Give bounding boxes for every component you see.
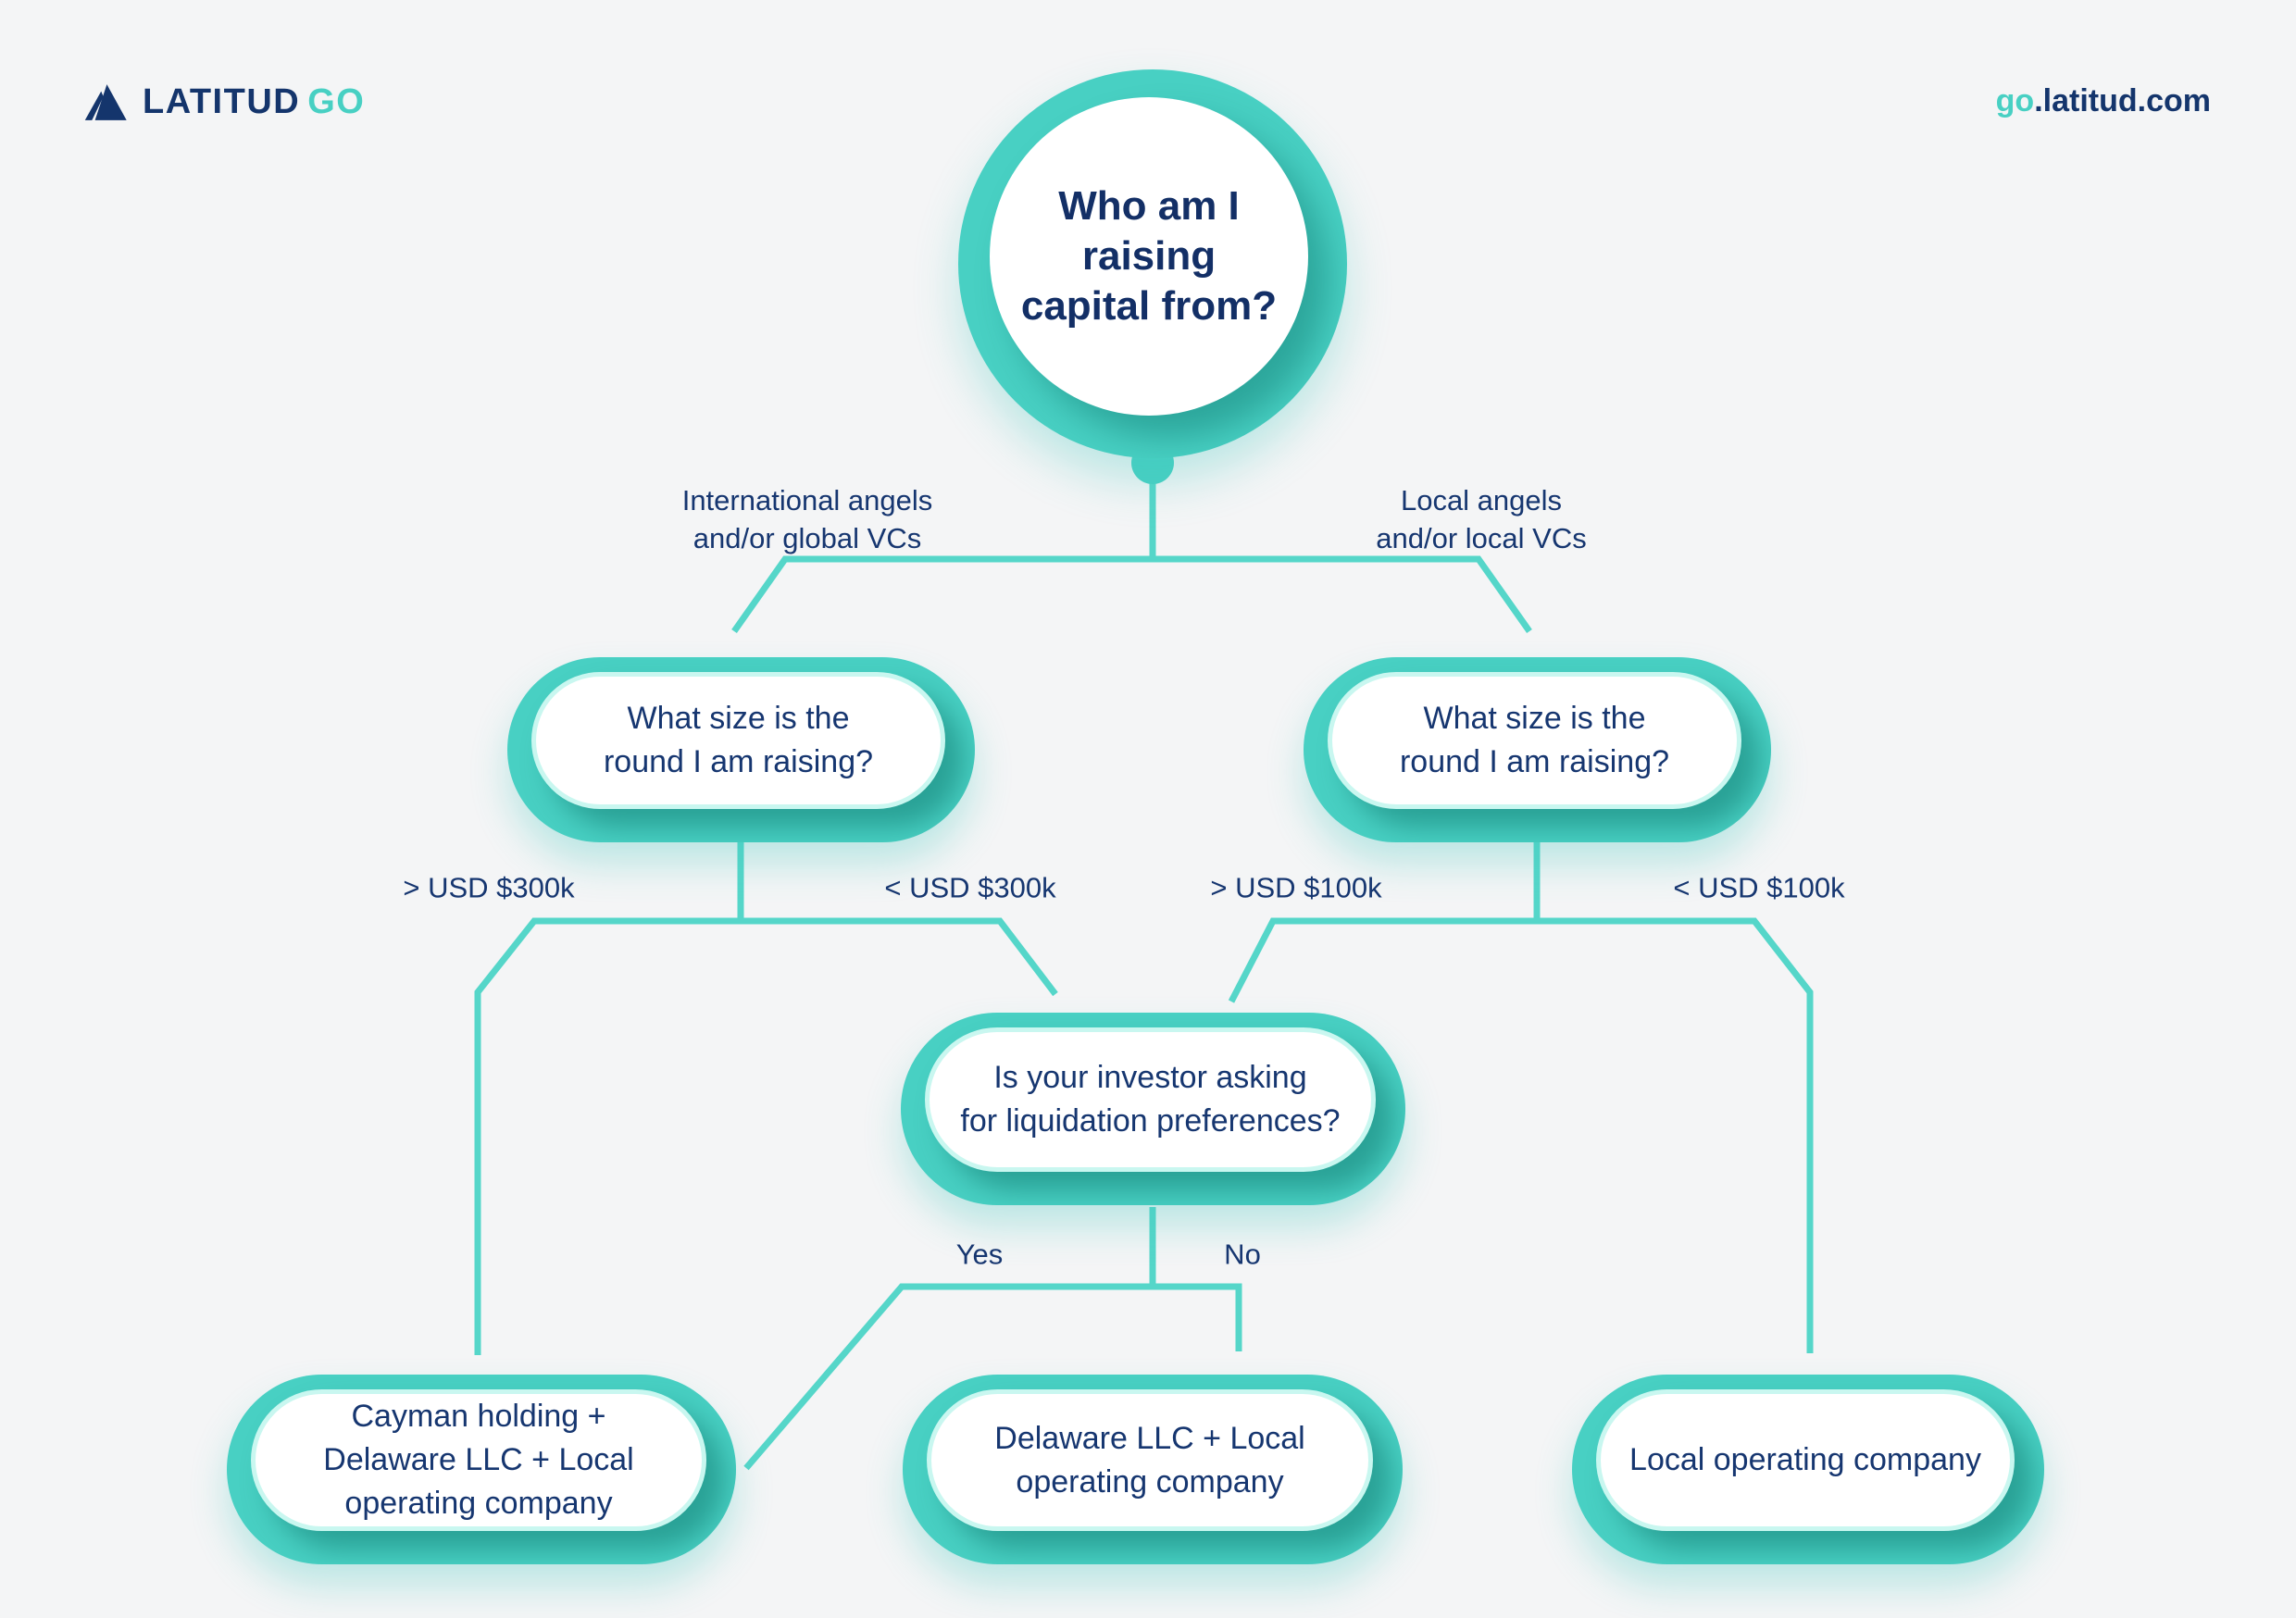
latitud-logo: LATITUD GO — [81, 80, 365, 124]
edge-label-international-angels: International angels and/or global VCs — [681, 484, 933, 554]
edge-root-to-right-question — [1153, 555, 1532, 634]
logo-suffix-text: GO — [307, 81, 366, 121]
node-question-size-right: What size is the round I am raising? — [1304, 657, 1771, 842]
edge-label-local-angels: Local angels and/or local VCs — [1376, 484, 1587, 554]
node-outcome-delaware: Delaware LLC + Local operating company — [903, 1375, 1403, 1564]
node-outcome-local-inner: Local operating company — [1596, 1389, 2015, 1531]
outcome-local-text: Local operating company — [1629, 1442, 1981, 1478]
question-size-right-text: What size is the round I am raising? — [1399, 701, 1670, 779]
node-question-size-left-inner: What size is the round I am raising? — [531, 672, 945, 809]
latitud-logo-icon — [84, 84, 127, 120]
node-outcome-cayman: Cayman holding + Delaware LLC + Local op… — [227, 1375, 736, 1564]
question-liquidation-text: Is your investor asking for liquidation … — [960, 1060, 1341, 1139]
site-url: go.latitud.com — [1996, 83, 2211, 119]
site-url-prefix: go — [1995, 83, 2035, 118]
outcome-delaware-text: Delaware LLC + Local operating company — [994, 1420, 1305, 1500]
edge-label-yes: Yes — [955, 1238, 1004, 1271]
node-question-size-left: What size is the round I am raising? — [507, 657, 975, 842]
edge-label-lt-300k: < USD $300k — [884, 871, 1056, 904]
node-outcome-local: Local operating company — [1572, 1375, 2044, 1564]
edge-yes-no-split — [743, 1283, 1242, 1471]
edge-root-to-left-question — [731, 555, 1153, 634]
edge-label-gt-300k: > USD $300k — [403, 871, 575, 904]
edge-label-no: No — [1224, 1238, 1261, 1271]
edge-label-gt-100k: > USD $100k — [1210, 871, 1382, 904]
outcome-cayman-text: Cayman holding + Delaware LLC + Local op… — [323, 1399, 634, 1521]
node-question-size-right-inner: What size is the round I am raising? — [1328, 672, 1741, 809]
logo-brand-text: LATITUD — [143, 81, 301, 121]
node-root-question-inner: Who am I raising capital from? — [990, 97, 1308, 416]
node-root-question: Who am I raising capital from? — [958, 69, 1347, 458]
site-url-suffix: .latitud.com — [2034, 83, 2211, 118]
node-outcome-delaware-inner: Delaware LLC + Local operating company — [927, 1389, 1373, 1531]
edge-right-split — [1228, 917, 1814, 1353]
node-question-liquidation-inner: Is your investor asking for liquidation … — [925, 1027, 1376, 1172]
edge-left-split — [474, 917, 1058, 1355]
edge-label-lt-100k: < USD $100k — [1673, 871, 1845, 904]
root-question-text: Who am I raising capital from? — [1020, 183, 1278, 329]
node-outcome-cayman-inner: Cayman holding + Delaware LLC + Local op… — [251, 1389, 706, 1531]
question-size-left-text: What size is the round I am raising? — [603, 701, 874, 779]
node-question-liquidation: Is your investor asking for liquidation … — [901, 1013, 1405, 1205]
